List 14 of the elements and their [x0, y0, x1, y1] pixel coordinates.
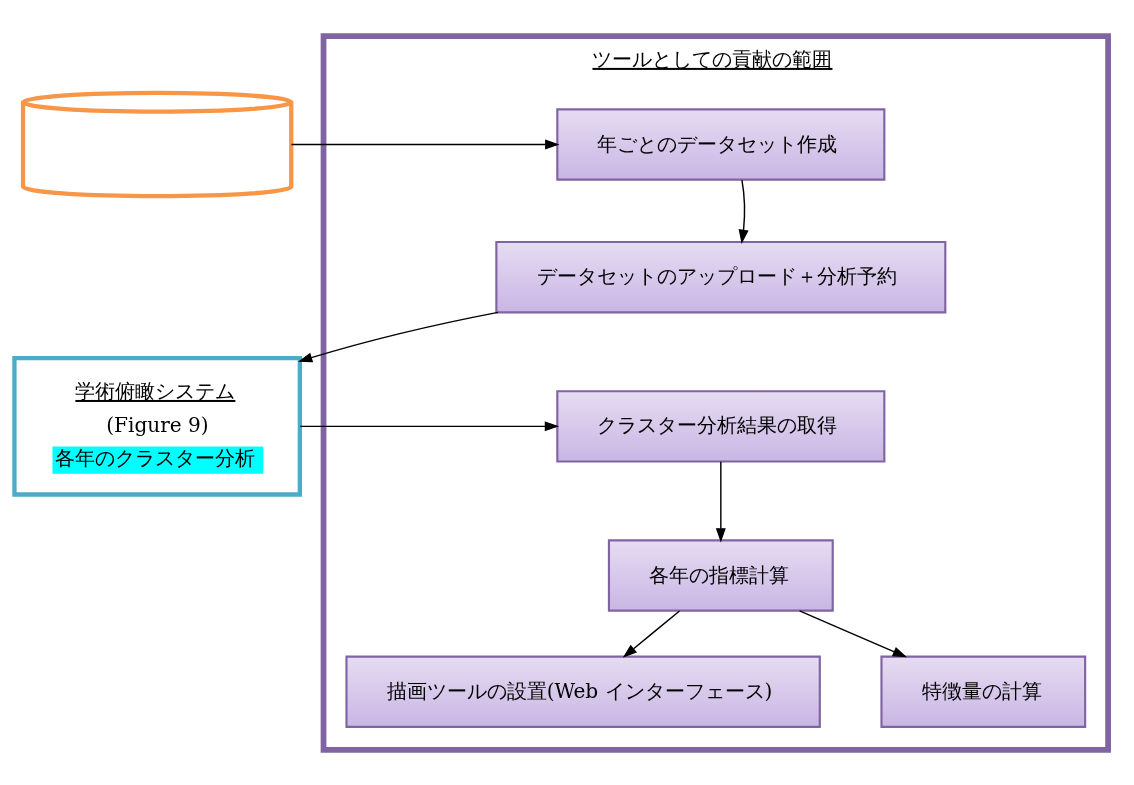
arrow: [715, 460, 726, 542]
arrow: [798, 609, 908, 657]
node-box: データセットのアップロード＋分析予約: [495, 240, 947, 313]
arrow: [299, 420, 560, 431]
node-box: クラスター分析結果の取得: [556, 389, 886, 463]
node-box: 学術俯瞰システム (Figure 9) 各年のクラスター分析: [12, 355, 302, 497]
arrow: [622, 609, 681, 658]
node-box: 年ごとのデータセット作成: [556, 107, 886, 181]
node-box: 特徴量の計算: [880, 655, 1087, 728]
node-box: 各年の指標計算: [607, 538, 834, 612]
arrow: [738, 178, 749, 244]
arrow: [297, 311, 499, 362]
node-box: 描画ツールの設置(Web インターフェース): [345, 655, 821, 728]
arrow: [290, 139, 560, 150]
